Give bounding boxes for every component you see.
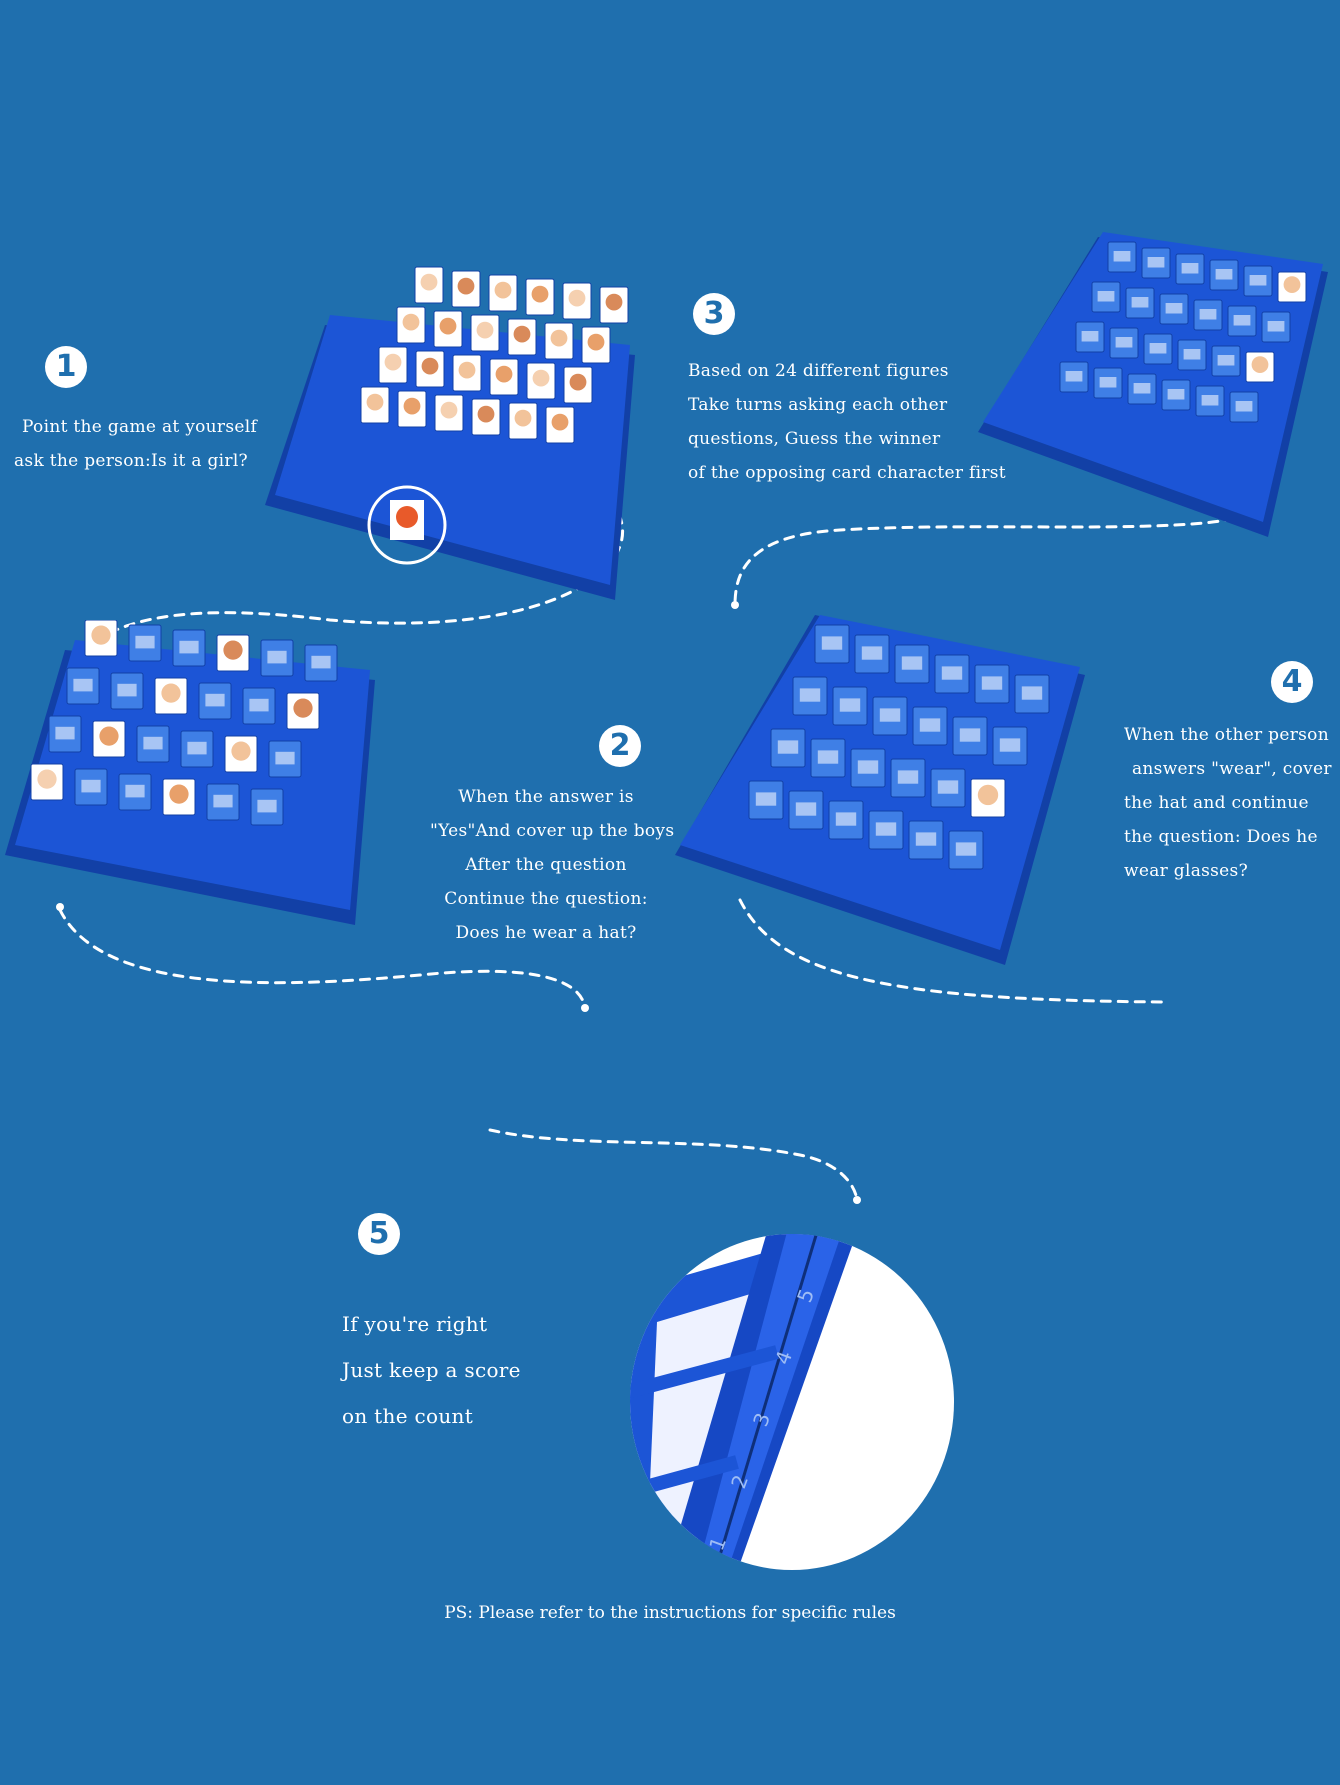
step-5-line-1: If you're right: [342, 1312, 488, 1336]
step-2-line-4: Continue the question:: [444, 889, 648, 909]
step-4-line-1: When the other person: [1124, 725, 1329, 745]
step-5-line-2: Just keep a score: [342, 1358, 521, 1382]
step-2-line-2: "Yes"And cover up the boys: [430, 821, 675, 841]
step-3-number: 3: [693, 293, 735, 335]
step-4-text: When the other person answers "wear", co…: [1124, 718, 1332, 888]
footer-note: PS: Please refer to the instructions for…: [444, 1603, 896, 1623]
step-3-line-2: Take turns asking each other: [688, 395, 948, 415]
step-4-line-3: the hat and continue: [1124, 793, 1309, 813]
step-2-line-5: Does he wear a hat?: [455, 923, 637, 943]
step-2-number: 2: [599, 725, 641, 767]
game-board-step-3: [978, 232, 1328, 537]
step-2-text: When the answer is "Yes"And cover up the…: [430, 780, 675, 950]
step-5-text: If you're right Just keep a score on the…: [342, 1301, 521, 1439]
step-1-line-1: Point the game at yourself: [22, 417, 258, 437]
step-1-text: Point the game at yourself ask the perso…: [14, 410, 257, 478]
step-3-line-3: questions, Guess the winner: [688, 429, 941, 449]
step-1-number: 1: [45, 346, 87, 388]
game-board-step-4: [675, 615, 1085, 965]
step-3-line-4: of the opposing card character first: [688, 463, 1006, 483]
step-4-line-4: the question: Does he: [1124, 827, 1318, 847]
step-4-number: 4: [1271, 661, 1313, 703]
step-5-line-3: on the count: [342, 1404, 474, 1428]
game-board-step-1: [265, 266, 635, 600]
step-1-line-2: ask the person:Is it a girl?: [14, 451, 248, 471]
step-5-number: 5: [358, 1213, 400, 1255]
step-2-line-1: When the answer is: [458, 787, 634, 807]
step-2-line-3: After the question: [465, 855, 627, 875]
dashed-path-to-5: [488, 1128, 859, 1202]
game-board-step-2: [5, 620, 375, 925]
step-4-line-5: wear glasses?: [1124, 861, 1248, 881]
step-3-line-1: Based on 24 different figures: [688, 361, 949, 381]
step-3-text: Based on 24 different figures Take turns…: [688, 354, 1006, 490]
step-4-line-2: answers "wear", cover: [1132, 759, 1332, 779]
